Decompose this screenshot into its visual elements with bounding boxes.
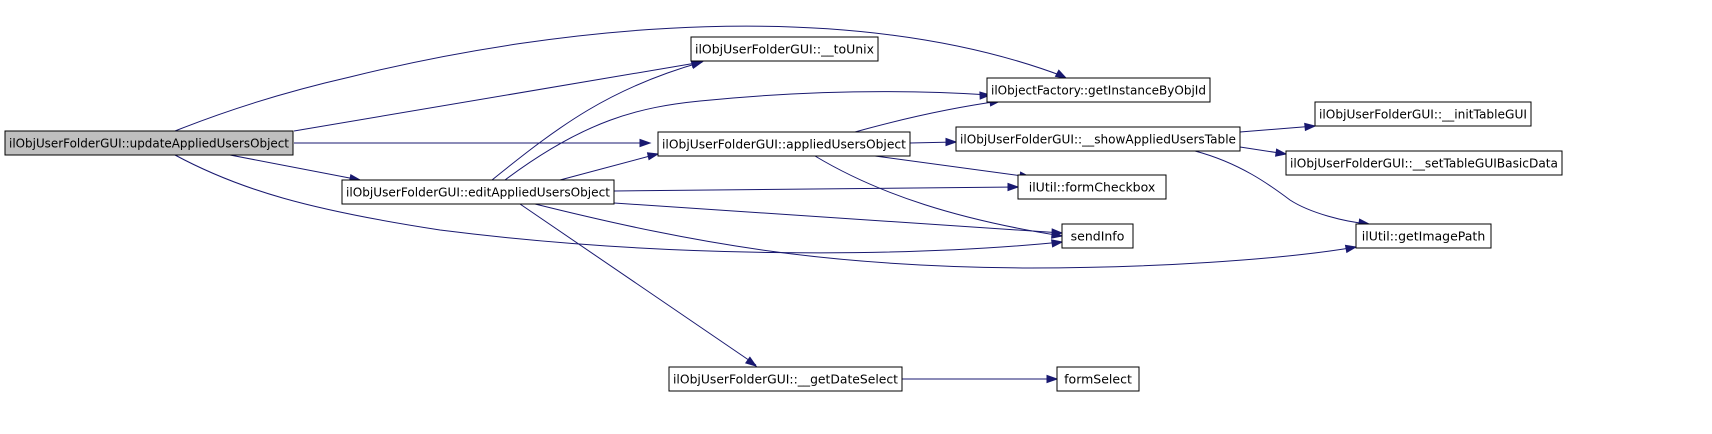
node-initTable[interactable]: ilObjUserFolderGUI::__initTableGUI (1314, 101, 1532, 127)
node-editApplied[interactable]: ilObjUserFolderGUI::editAppliedUsersObje… (341, 179, 615, 205)
edge-line (613, 202, 1063, 234)
edge-line (229, 154, 361, 181)
arrowhead-icon (1275, 148, 1288, 157)
node-label: ilObjectFactory::getInstanceByObjId (991, 83, 1206, 98)
node-showTable[interactable]: ilObjUserFolderGUI::__showAppliedUsersTa… (955, 126, 1241, 152)
edge-appliedUsers-to-sendInfo (814, 155, 1064, 239)
node-setTable[interactable]: ilObjUserFolderGUI::__setTableGUIBasicDa… (1285, 150, 1563, 176)
edge-line (854, 100, 1001, 133)
node-getImagePath[interactable]: ilUtil::getImagePath (1355, 223, 1492, 249)
node-box (1314, 101, 1532, 127)
edge-line (293, 61, 703, 132)
edge-editApplied-to-sendInfo (613, 202, 1064, 237)
node-label: ilObjUserFolderGUI::__setTableGUIBasicDa… (1290, 156, 1558, 171)
arrowhead-icon (945, 137, 958, 147)
arrowhead-icon (1007, 182, 1020, 192)
node-label: ilObjUserFolderGUI::editAppliedUsersObje… (346, 185, 610, 200)
node-label: ilObjUserFolderGUI::__toUnix (695, 42, 874, 57)
node-label: ilObjUserFolderGUI::__initTableGUI (1319, 107, 1527, 122)
node-getInstance[interactable]: ilObjectFactory::getInstanceByObjId (986, 77, 1211, 103)
node-box (1285, 150, 1563, 176)
edge-line (613, 186, 1019, 192)
node-box (955, 126, 1241, 152)
node-box (4, 130, 294, 156)
edge-appliedUsers-to-formCheckbox (874, 155, 1032, 180)
edge-line (534, 203, 1357, 269)
arrowhead-icon (1051, 239, 1064, 248)
node-label: sendInfo (1071, 229, 1125, 244)
node-box (1056, 366, 1140, 392)
edge-line (174, 154, 1063, 254)
nodes-layer: ilObjUserFolderGUI::updateAppliedUsersOb… (4, 36, 1563, 392)
node-toUnix[interactable]: ilObjUserFolderGUI::__toUnix (690, 36, 879, 62)
node-label: ilObjUserFolderGUI::updateAppliedUsersOb… (9, 136, 289, 151)
node-updateApplied[interactable]: ilObjUserFolderGUI::updateAppliedUsersOb… (4, 130, 294, 156)
edge-updateApplied-to-editApplied (229, 154, 362, 183)
arrowhead-icon (1344, 244, 1358, 254)
node-formCheckbox[interactable]: ilUtil::formCheckbox (1017, 174, 1167, 200)
edges-layer (174, 25, 1371, 384)
edge-line (174, 25, 1066, 132)
edge-editApplied-to-getImagePath (534, 203, 1358, 269)
node-label: ilObjUserFolderGUI::__getDateSelect (673, 372, 898, 387)
edge-appliedUsers-to-showTable (909, 137, 958, 147)
node-box (1061, 223, 1134, 249)
node-appliedUsers[interactable]: ilObjUserFolderGUI::appliedUsersObject (657, 131, 911, 157)
edge-editApplied-to-appliedUsers (559, 152, 660, 181)
node-formSelect[interactable]: formSelect (1056, 366, 1140, 392)
edge-editApplied-to-formCheckbox (613, 182, 1020, 192)
node-box (341, 179, 615, 205)
arrowhead-icon (639, 138, 652, 148)
arrowhead-icon (1051, 230, 1064, 239)
node-sendInfo[interactable]: sendInfo (1061, 223, 1134, 249)
edge-line (814, 155, 1063, 237)
edge-showTable-to-setTable (1239, 146, 1288, 157)
node-box (1355, 223, 1492, 249)
node-label: ilObjUserFolderGUI::__showAppliedUsersTa… (960, 132, 1236, 147)
node-label: ilUtil::formCheckbox (1029, 180, 1156, 195)
node-box (986, 77, 1211, 103)
arrowhead-icon (1054, 69, 1068, 79)
edge-editApplied-to-getDateSelect (519, 203, 758, 367)
node-box (668, 366, 903, 392)
arrowhead-icon (690, 60, 704, 70)
arrowhead-icon (1304, 122, 1317, 132)
node-box (657, 131, 911, 157)
node-label: ilObjUserFolderGUI::appliedUsersObject (662, 137, 906, 152)
node-box (690, 36, 879, 62)
edge-updateApplied-to-getInstance (174, 25, 1068, 132)
node-label: formSelect (1064, 372, 1132, 387)
arrowhead-icon (979, 91, 992, 100)
arrowhead-icon (646, 152, 660, 161)
edge-line (1239, 125, 1316, 133)
edge-line (559, 155, 651, 181)
edge-updateApplied-to-appliedUsers (294, 138, 652, 148)
node-getDateSelect[interactable]: ilObjUserFolderGUI::__getDateSelect (668, 366, 903, 392)
arrowhead-icon (744, 356, 758, 367)
edge-updateApplied-to-sendInfo (174, 154, 1064, 254)
edge-getDateSelect-to-formSelect (902, 374, 1059, 384)
node-box (1017, 174, 1167, 200)
edge-showTable-to-initTable (1239, 122, 1317, 133)
arrowhead-icon (1046, 374, 1059, 384)
edge-editApplied-to-toUnix (491, 60, 704, 181)
edge-updateApplied-to-toUnix (293, 59, 704, 132)
edge-line (504, 91, 991, 181)
edge-editApplied-to-getInstance (504, 91, 992, 181)
edge-line (519, 203, 757, 366)
edge-line (874, 155, 1031, 178)
edge-line (1194, 150, 1370, 225)
node-label: ilUtil::getImagePath (1362, 229, 1486, 244)
edge-line (491, 61, 703, 181)
